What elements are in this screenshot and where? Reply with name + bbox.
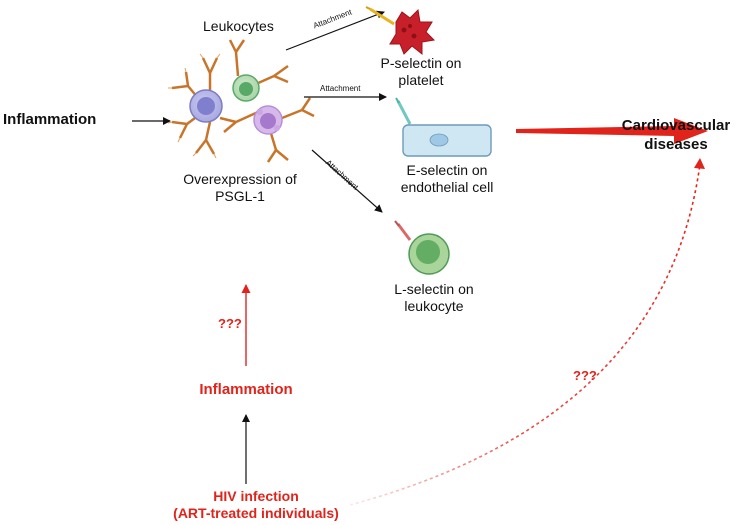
leukocyte-lavender-icon [219,97,315,163]
leukocyte-purple-icon [167,53,223,159]
hiv-to-cvd-dotted-curve [349,163,701,506]
hiv-line-2: (ART-treated individuals) [173,505,339,521]
e-selectin-line-1: E-selectin on [406,162,488,178]
l-selectin-line-2: leukocyte [404,298,464,314]
hiv-to-cvd-arrowhead [694,158,705,169]
attachment-arrow-platelet [285,10,385,51]
attachment-label-2: Attachment [320,84,361,93]
endothelial-cell-icon [395,97,492,157]
hiv-label: HIV infection (ART-treated individuals) [173,488,339,522]
unknown-up-label: ??? [218,316,242,331]
l-selectin-line-1: L-selectin on [394,281,474,297]
inflammation-left-label: Inflammation [3,111,97,128]
attachment-arrow-leukocyte [311,149,383,213]
overexpression-label: Overexpression of PSGL-1 [183,171,297,205]
platelet-icon [365,6,436,56]
e-selectin-label: E-selectin on endothelial cell [401,162,494,196]
leukocytes-label: Leukocytes [203,18,274,34]
e-selectin-line-2: endothelial cell [400,179,494,195]
p-selectin-line-1: P-selectin on [380,55,462,71]
overexpression-line-2: PSGL-1 [215,188,265,204]
overexpression-line-1: Overexpression of [183,171,297,187]
p-selectin-label: P-selectin on platelet [381,55,462,89]
inflammation-bottom-label: Inflammation [199,381,293,398]
l-selectin-label: L-selectin on leukocyte [394,281,473,315]
p-selectin-line-2: platelet [398,72,444,88]
unknown-curve-label: ??? [573,368,597,383]
cvd-line-2: diseases [644,136,708,153]
hiv-line-1: HIV infection [213,488,299,504]
cvd-arrow [516,118,708,144]
cvd-line-1: Cardiovascular [621,117,731,134]
cvd-label: Cardiovascular diseases [622,116,730,154]
leukocyte-green-icon [228,39,289,102]
l-selectin-leukocyte-icon [394,220,450,275]
